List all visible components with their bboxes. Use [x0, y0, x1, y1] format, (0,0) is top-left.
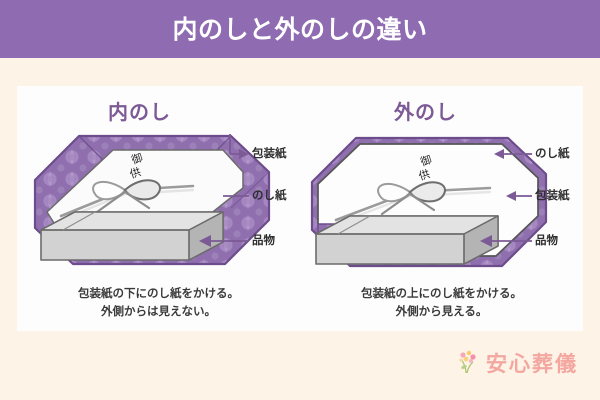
uchinoshi-illustration: 御 供 [17, 124, 300, 279]
noshi-calligraphy: 御 供 [417, 152, 434, 183]
label-sotonoshi-item: 品物 [535, 233, 558, 247]
page-header: 内のしと外のしの違い [0, 0, 600, 58]
item-box [40, 211, 224, 261]
diagram-uchinoshi: 内のし [17, 86, 300, 331]
section-title-sotonoshi: 外のし [394, 100, 457, 124]
noshi-text-lower: 供 [417, 166, 432, 183]
caption-sotonoshi-line1: 包装紙の上にのし紙をかける。 [361, 286, 522, 301]
section-title-uchinoshi: 内のし [108, 100, 171, 124]
caption-uchinoshi: 包装紙の下にのし紙をかける。 外側からは見えない。 [17, 285, 300, 321]
page-footer: 安心葬儀 [0, 331, 600, 400]
caption-uchinoshi-line2: 外側からは見えない。 [101, 304, 216, 319]
flower-icon [459, 349, 481, 379]
label-sotonoshi-noshi-paper: のし紙 [535, 146, 570, 160]
mizuhiki-bow [334, 181, 492, 226]
sotonoshi-illustration: 御 供 [300, 124, 583, 279]
item-box [315, 215, 499, 265]
label-uchinoshi-wrapping-paper: 包装紙 [252, 146, 287, 160]
label-uchinoshi-item: 品物 [252, 233, 275, 247]
page-title: 内のしと外のしの違い [172, 14, 428, 44]
logo-text: 安心葬儀 [486, 351, 578, 376]
label-sotonoshi-wrapping-paper: 包装紙 [535, 188, 570, 202]
caption-sotonoshi: 包装紙の上にのし紙をかける。 外側から見える。 [300, 285, 583, 321]
noshi-text-upper: 御 [419, 152, 434, 169]
label-uchinoshi-noshi-paper: のし紙 [252, 188, 287, 202]
caption-uchinoshi-line1: 包装紙の下にのし紙をかける。 [78, 286, 239, 301]
noshi-text-upper: 御 [130, 150, 145, 167]
diagram-sotonoshi: 外のし [300, 86, 583, 331]
caption-sotonoshi-line2: 外側から見える。 [395, 304, 488, 319]
content-panel: 内のし [17, 86, 583, 331]
site-logo[interactable]: 安心葬儀 [459, 349, 578, 379]
noshi-calligraphy: 御 供 [128, 150, 145, 181]
noshi-text-lower: 供 [128, 164, 143, 181]
